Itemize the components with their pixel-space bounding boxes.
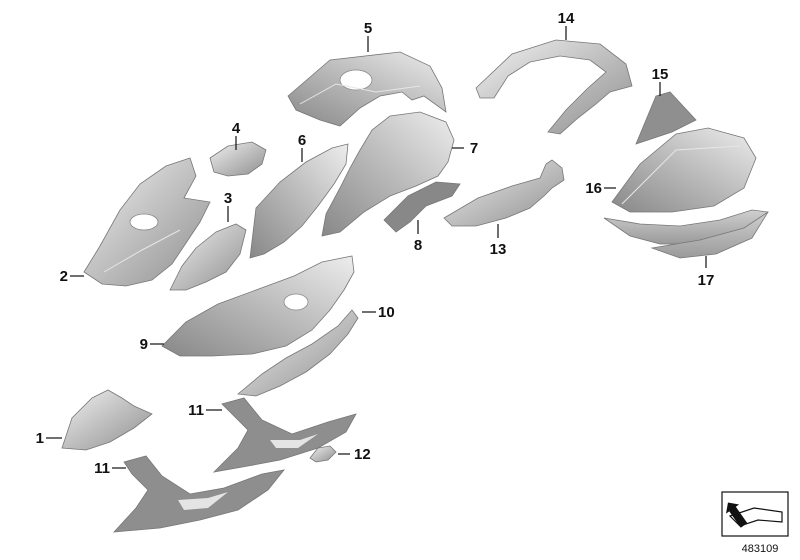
part-6-front-side-panel [249, 143, 349, 259]
callout-1: 1 [36, 430, 44, 447]
callout-2: 2 [60, 268, 68, 285]
callout-5: 5 [364, 20, 372, 37]
callout-3: 3 [224, 190, 232, 207]
callout-11-upper: 11 [188, 402, 204, 419]
part-17-rear-trim-strip [603, 209, 769, 259]
folded-sheet-arrow-icon [721, 491, 789, 537]
part-16-rear-side-panel [611, 127, 757, 213]
part-2-front-fairing [83, 157, 211, 287]
leader-lines [46, 26, 707, 469]
part-3-side-panel [169, 223, 247, 291]
callout-6: 6 [298, 132, 306, 149]
part-15-small-cover [635, 91, 697, 145]
callout-8: 8 [414, 237, 422, 254]
callout-17: 17 [698, 272, 715, 289]
part-4-cap [209, 141, 267, 177]
callout-7: 7 [470, 140, 478, 157]
part-14-rear-frame [475, 39, 633, 135]
callout-16: 16 [585, 180, 602, 197]
callout-14: 14 [558, 10, 575, 27]
part-10-lower-trim [237, 309, 359, 397]
callout-4: 4 [232, 120, 241, 137]
part-1-nose-cover [61, 389, 153, 451]
callout-13: 13 [490, 241, 507, 258]
part-13-seat-side-cover [443, 159, 565, 227]
callout-15: 15 [652, 66, 669, 83]
part-7-side-fairing [321, 111, 455, 237]
callout-11-lower: 11 [94, 460, 110, 477]
part-11-upper-belly-pan [212, 397, 357, 473]
part-8-bracket [383, 181, 461, 233]
callout-9: 9 [140, 336, 148, 353]
part-12-clip [309, 445, 337, 463]
callout-10: 10 [378, 304, 395, 321]
callout-12: 12 [354, 446, 371, 463]
document-id: 483109 [742, 543, 779, 555]
part-11-lower-belly-pan [113, 455, 285, 533]
callout-labels: 1 2 3 4 5 6 7 8 9 10 11 11 12 13 14 15 1… [36, 10, 715, 477]
part-9-main-side-fairing [161, 255, 355, 357]
part-5-tank-cover [287, 51, 447, 127]
